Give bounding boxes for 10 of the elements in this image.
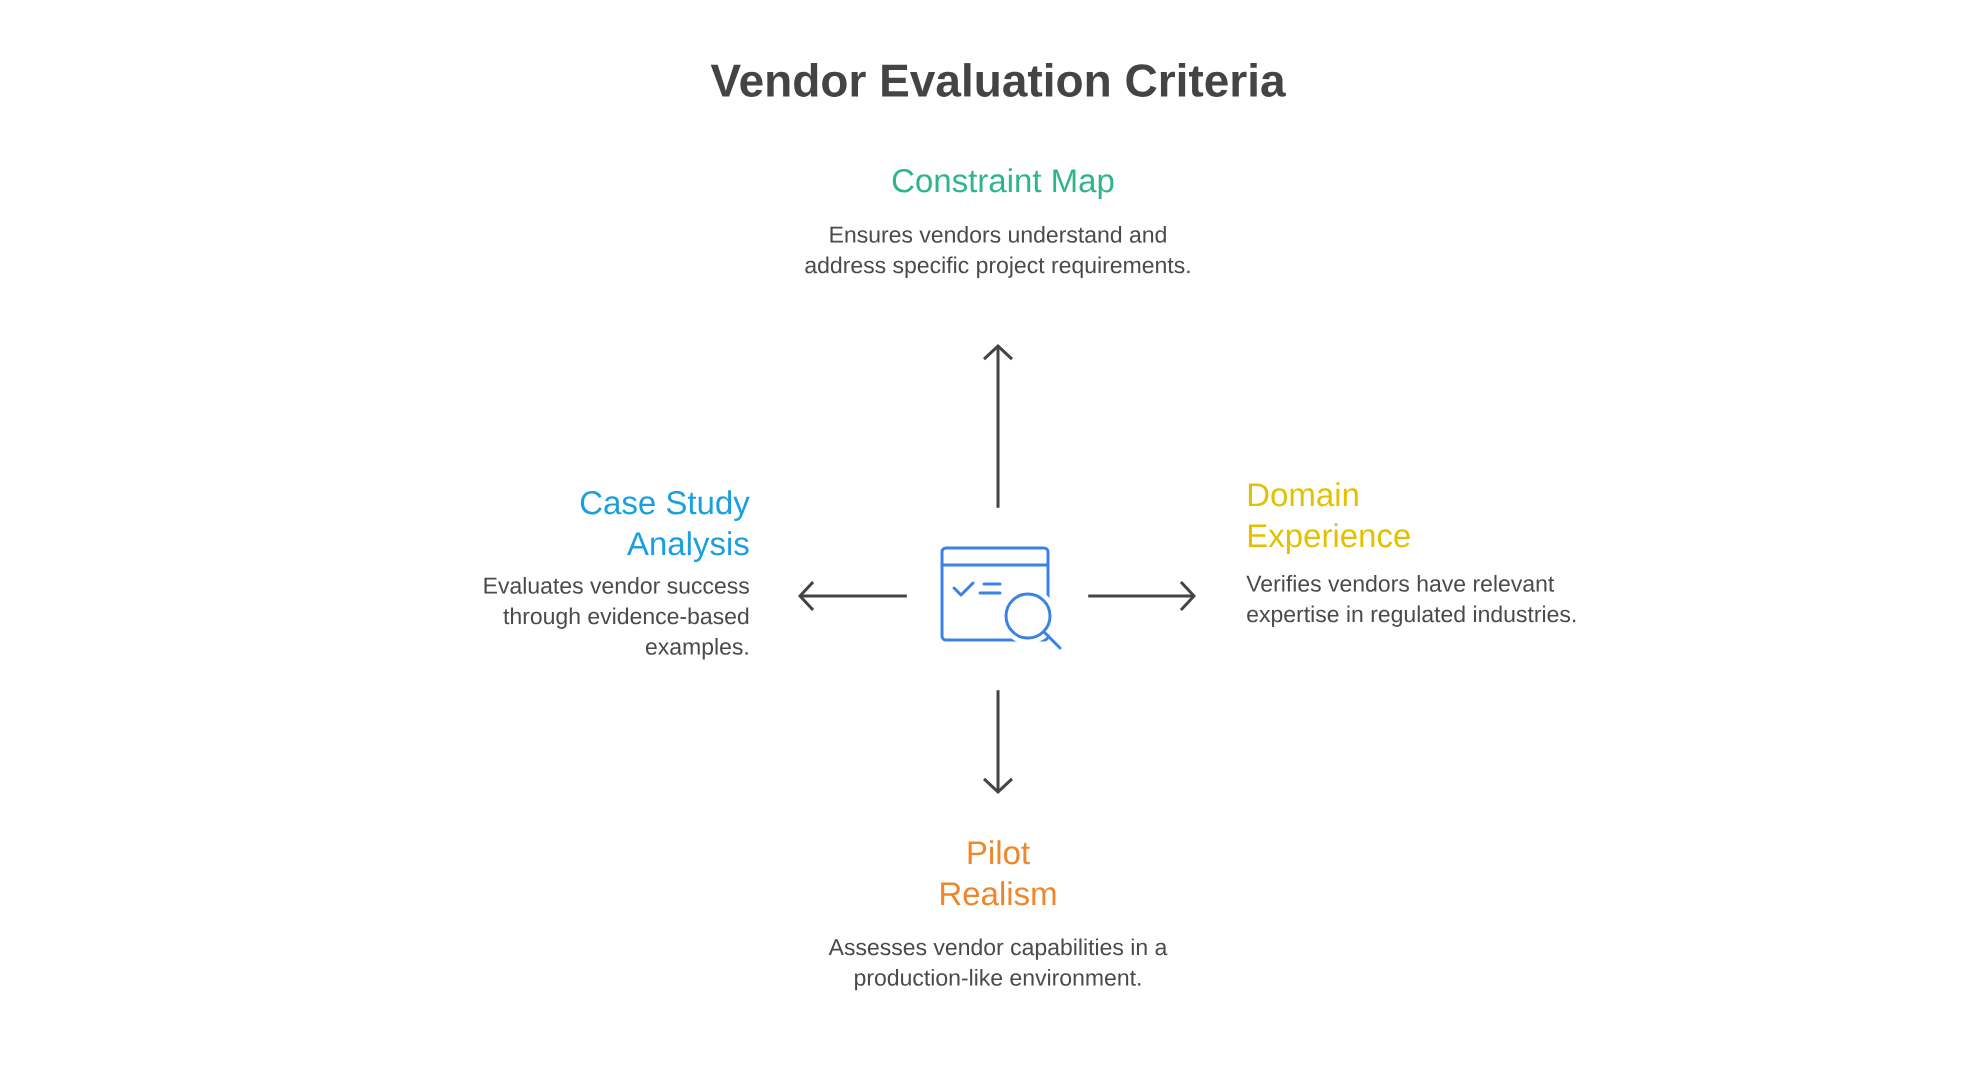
arrow xyxy=(798,580,907,611)
arrow xyxy=(983,690,1014,794)
criterion-text: Case Study Analysis Evaluates vendor success through evidence-based examples. xyxy=(484,490,750,660)
arrow xyxy=(1088,580,1196,611)
search-window-icon xyxy=(940,546,1062,650)
title: Vendor Evaluation Criteria xyxy=(710,63,1286,97)
criterion-text: Domain Experience Verifies vendors have relevant expertise in regulated industries. xyxy=(1246,482,1576,627)
arrow xyxy=(983,344,1014,508)
criterion-text: Constraint Map Ensures vendors understand and address specific project requirements. xyxy=(805,168,1190,278)
criterion-text: Pilot Realism Assesses vendor capabilities in a production-like environment. xyxy=(828,840,1168,991)
